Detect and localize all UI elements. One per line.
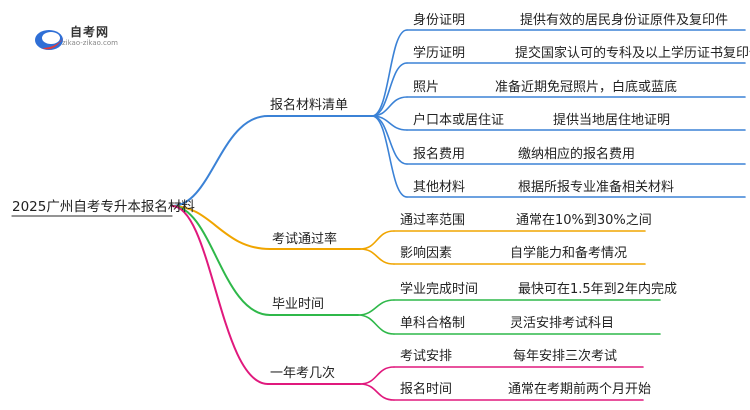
item-connector-2-1 (357, 314, 395, 335)
item-connector-0-0 (371, 29, 408, 117)
item-label-3-0: 考试安排 (400, 349, 453, 364)
root-node: 2025广州自考专升本报名材料 (12, 199, 195, 215)
item-detail-3-0: 每年安排三次考试 (513, 349, 618, 364)
item-label-0-5: 其他材料 (413, 180, 466, 195)
item-detail-0-4: 缴纳相应的报名费用 (518, 147, 636, 162)
item-detail-2-1: 灵活安排考试科目 (510, 316, 615, 331)
item-detail-2-0: 最快可在1.5年到2年内完成 (518, 282, 677, 297)
item-connector-2-0 (357, 299, 395, 316)
item-label-1-1: 影响因素 (400, 246, 453, 261)
item-connector-0-1 (371, 62, 408, 117)
branch-label-2: 毕业时间 (272, 297, 325, 312)
logo-mark-icon (35, 30, 66, 50)
logo-url: zikao-zikao.com (62, 39, 118, 47)
item-connector-1-0 (359, 230, 395, 250)
item-label-3-1: 报名时间 (400, 382, 453, 397)
branch-label-1: 考试通过率 (272, 232, 338, 247)
item-detail-0-2: 准备近期免冠照片，白底或蓝底 (495, 80, 678, 95)
item-label-2-1: 单科合格制 (400, 316, 466, 331)
item-connector-1-1 (359, 248, 395, 265)
item-detail-0-3: 提供当地居住地证明 (553, 113, 671, 128)
branch-connector-2 (171, 205, 271, 316)
item-label-2-0: 学业完成时间 (400, 282, 479, 297)
site-logo: 自考网 zikao-zikao.com (32, 20, 142, 60)
branch-connector-1 (171, 205, 271, 250)
branch-label-3: 一年考几次 (270, 366, 336, 381)
item-label-0-2: 照片 (413, 80, 440, 95)
item-connector-3-1 (359, 383, 395, 401)
item-label-1-0: 通过率范围 (400, 213, 466, 228)
branch-connector-3 (171, 205, 269, 385)
item-connector-0-5 (371, 115, 408, 198)
item-detail-0-5: 根据所报专业准备相关材料 (518, 180, 675, 195)
item-connector-3-0 (359, 366, 395, 385)
branch-connector-0 (171, 115, 269, 207)
branch-label-0: 报名材料清单 (270, 98, 349, 113)
logo-title: 自考网 (70, 25, 110, 39)
item-detail-0-0: 提供有效的居民身份证原件及复印件 (520, 13, 729, 28)
item-detail-0-1: 提交国家认可的专科及以上学历证书复印件 (515, 46, 750, 61)
item-detail-1-0: 通常在10%到30%之间 (516, 213, 652, 228)
item-label-0-3: 户口本或居住证 (413, 113, 505, 128)
item-label-0-1: 学历证明 (413, 46, 466, 61)
item-label-0-0: 身份证明 (413, 13, 466, 28)
item-label-0-4: 报名费用 (413, 147, 466, 162)
item-detail-3-1: 通常在考期前两个月开始 (508, 382, 652, 397)
item-detail-1-1: 自学能力和备考情况 (510, 246, 628, 261)
